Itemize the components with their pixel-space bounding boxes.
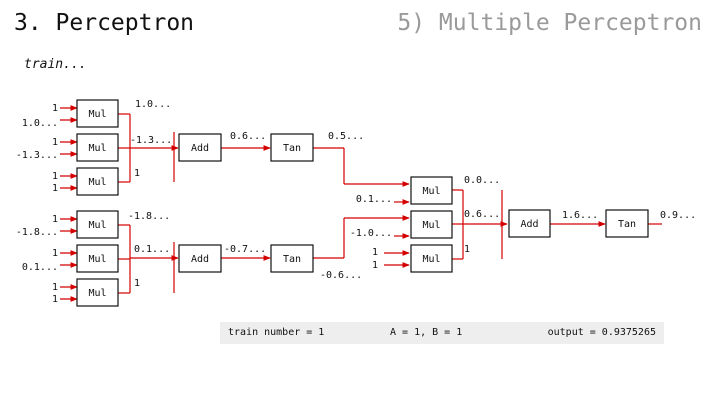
mul-node: Mul <box>76 278 119 307</box>
mul-node: Mul <box>76 167 119 196</box>
tan-node: Tan <box>605 209 649 238</box>
svg-text:Mul: Mul <box>88 220 106 231</box>
svg-text:Tan: Tan <box>283 254 301 265</box>
input-value: -1.8... <box>16 227 58 238</box>
svg-text:Mul: Mul <box>88 177 106 188</box>
output-value: 1.0... <box>135 99 171 110</box>
training-subtitle: train... <box>24 57 87 72</box>
section-title: 5) Multiple Perceptron <box>397 10 702 36</box>
input-value: 1 <box>52 282 58 293</box>
mul-node: Mul <box>76 99 119 128</box>
svg-text:Tan: Tan <box>283 143 301 154</box>
output-value-readout: output = 0.9375265 <box>547 327 656 338</box>
output-value: -1.3... <box>130 135 172 146</box>
svg-text:Mul: Mul <box>88 288 106 299</box>
output-value: 0.5... <box>328 131 364 142</box>
mul-node: Mul <box>76 133 119 162</box>
svg-text:Mul: Mul <box>88 254 106 265</box>
input-value: 0.1... <box>22 262 58 273</box>
svg-text:Mul: Mul <box>422 254 440 265</box>
input-value: 1 <box>52 214 58 225</box>
add-node: Add <box>178 133 222 162</box>
input-value: 1 <box>52 248 58 259</box>
input-value: -1.0... <box>350 228 392 239</box>
input-value: 1 <box>52 171 58 182</box>
input-value: 1 <box>372 247 378 258</box>
output-value: 0.6... <box>230 131 266 142</box>
input-values: A = 1, B = 1 <box>390 327 463 338</box>
final-output-value: 0.9... <box>660 210 696 221</box>
svg-text:Add: Add <box>520 219 538 230</box>
svg-text:Mul: Mul <box>88 109 106 120</box>
input-value: 1 <box>52 137 58 148</box>
mul-node: Mul <box>410 176 453 205</box>
page-title: 3. Perceptron <box>14 10 195 36</box>
train-number: train number = 1 <box>228 327 325 338</box>
output-value: 0.1... <box>134 244 170 255</box>
mul-node: Mul <box>410 244 453 273</box>
svg-text:Mul: Mul <box>422 186 440 197</box>
svg-text:Add: Add <box>191 254 209 265</box>
output-value: 0.0... <box>464 175 500 186</box>
output-value: 1 <box>134 168 140 179</box>
output-value: -0.7... <box>224 244 266 255</box>
wires <box>60 105 662 302</box>
add-node: Add <box>508 209 551 238</box>
mul-node: Mul <box>76 244 119 273</box>
input-value: 1 <box>52 294 58 305</box>
add-node: Add <box>178 244 222 273</box>
svg-text:Tan: Tan <box>618 219 636 230</box>
input-value: 1 <box>52 183 58 194</box>
tan-node: Tan <box>270 244 314 273</box>
mul-node: Mul <box>410 210 453 239</box>
svg-text:Add: Add <box>191 143 209 154</box>
input-value: 1.0... <box>22 118 58 129</box>
input-value: 0.1... <box>356 194 392 205</box>
tan-node: Tan <box>270 133 314 162</box>
output-value: -0.6... <box>320 270 362 281</box>
mul-node: Mul <box>76 210 119 239</box>
input-value: -1.3... <box>16 150 58 161</box>
output-value: 1 <box>134 278 140 289</box>
output-value: 0.6... <box>464 209 500 220</box>
output-value: 1 <box>464 244 470 255</box>
status-bar: train number = 1 A = 1, B = 1 output = 0… <box>220 322 664 344</box>
svg-text:Mul: Mul <box>88 143 106 154</box>
output-value: 1.6... <box>562 210 598 221</box>
input-value: 1 <box>372 260 378 271</box>
output-value: -1.8... <box>128 211 170 222</box>
svg-text:Mul: Mul <box>422 220 440 231</box>
input-value: 1 <box>52 103 58 114</box>
